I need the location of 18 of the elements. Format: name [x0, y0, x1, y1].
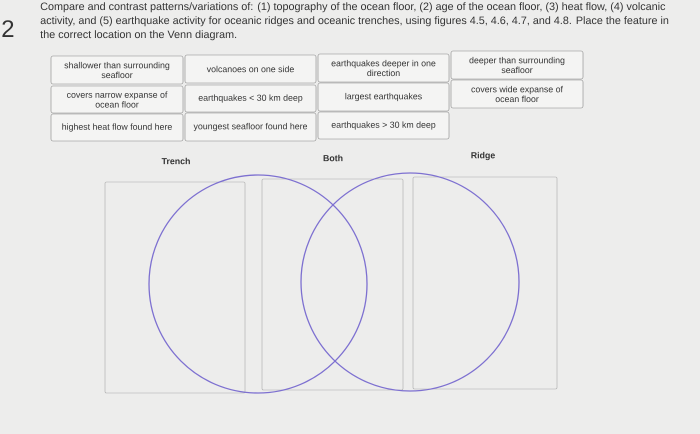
column-heading: Ridge: [471, 152, 495, 160]
answer-tile: deeper than surrounding seafloor: [450, 50, 584, 80]
answer-tile: earthquakes > 30 km deep: [318, 112, 450, 140]
answer-tile: earthquakes < 30 km deep: [184, 84, 316, 112]
answer-tile: covers narrow expanse of ocean floor: [50, 86, 184, 114]
answer-tile: largest earthquakes: [318, 82, 450, 112]
answer-tile: volcanoes on one side: [184, 54, 316, 84]
venn-circle: [148, 174, 368, 394]
answer-tile: highest heat flow found here: [50, 114, 184, 142]
venn-circle: [300, 172, 520, 392]
answer-tile: youngest seafloor found here: [184, 112, 316, 142]
answer-tile: shallower than surrounding seafloor: [50, 56, 184, 84]
question-number: 2: [2, 20, 14, 37]
answer-tile: covers wide expanse of ocean floor: [450, 80, 584, 108]
column-heading: Both: [324, 154, 342, 162]
question-text: Compare and contrast patterns/variations of: (1) topography of the ocean floor, (2) age of the ocean floor, (3) heat flow, (4) volcanic activity, and (5) earthquake activity for oceanic ridges and oceanic trenches, using figures 4.5, 4.6, 4.7, and 4.8. Place the feature in the correct location on the Venn diagram.: [40, 2, 668, 40]
answer-tile: earthquakes deeper in one direction: [318, 54, 450, 82]
column-heading: Trench: [162, 158, 190, 164]
